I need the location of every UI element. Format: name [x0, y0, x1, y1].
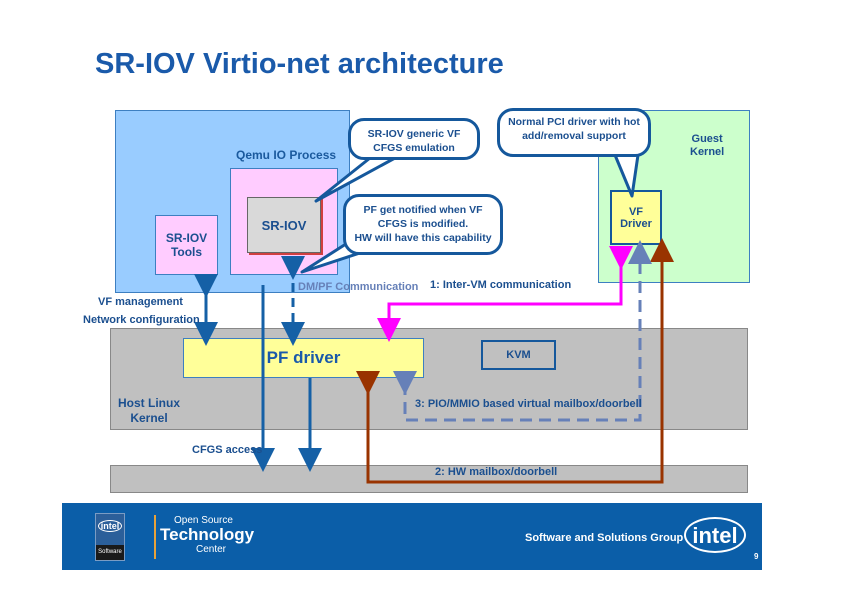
hw-mailbox-arrow — [356, 238, 674, 484]
pio-mmio-arrow — [393, 240, 652, 422]
pf-driver-label: PF driver — [266, 348, 341, 367]
hw-band — [110, 465, 748, 493]
callout-notify-line2: CFGS is modified. — [377, 218, 469, 230]
guest-line2: Kernel — [690, 146, 725, 158]
callout-generic-vf: SR-IOV generic VF CFGS emulation — [348, 118, 480, 160]
software-label: Software — [96, 545, 124, 560]
sriov-box: SR-IOV — [247, 197, 321, 253]
ost-line3: Center — [196, 544, 227, 555]
ost-line1: Open Source — [174, 515, 233, 526]
pio-mmio-label: 3: PIO/MMIO based virtual mailbox/doorbe… — [415, 398, 642, 410]
callout-pf-notified: PF get notified when VF CFGS is modified.… — [343, 194, 503, 255]
callout-generic-line1: SR-IOV generic VF — [367, 128, 461, 140]
sriov-tools-box: SR-IOV Tools — [155, 215, 218, 275]
open-source-technology-center-logo: Open Source Technology Center — [154, 515, 256, 559]
intel-logo: intel — [684, 517, 746, 553]
intel-software-badge: intel Software — [95, 513, 125, 561]
guest-line1: Guest — [691, 133, 723, 145]
network-configuration-label: Network configuration — [83, 314, 200, 326]
vf-driver-box: VF Driver — [610, 190, 662, 245]
dm-pf-label: DM/PF Communication — [298, 281, 419, 293]
callout-normal-line1: Normal PCI driver with hot — [508, 116, 640, 128]
cfgs-access-label: CFGS access — [192, 444, 263, 456]
hw-mailbox-label: 2: HW mailbox/doorbell — [435, 466, 558, 478]
tools-line1: SR-IOV — [165, 231, 208, 245]
vf-line1: VF — [628, 205, 644, 218]
callout-notify-line3: HW will have this capability — [354, 232, 492, 244]
group-label: Software and Solutions Group — [525, 532, 684, 544]
callout-generic-line2: CFGS emulation — [373, 142, 455, 154]
host-line1: Host Linux — [118, 396, 180, 410]
tools-line2: Tools — [170, 245, 203, 259]
intel-badge-logo: intel — [98, 520, 122, 532]
host-line2: Kernel — [130, 411, 168, 425]
page-number: 9 — [754, 552, 759, 561]
vf-line2: Driver — [620, 217, 652, 230]
vf-management-label: VF management — [98, 296, 183, 308]
qemu-label: Qemu IO Process — [236, 148, 337, 162]
callout-normal-pci: Normal PCI driver with hot add/removal su… — [497, 108, 651, 157]
sriov-label: SR-IOV — [261, 217, 307, 233]
callout-notify-line1: PF get notified when VF — [363, 204, 483, 216]
callout-normal-line2: add/removal support — [522, 130, 626, 142]
page-title: SR-IOV Virtio-net architecture — [95, 48, 504, 80]
footer-banner: intel Software Open Source Technology Ce… — [62, 503, 762, 570]
callout-tail-normal — [613, 153, 640, 198]
inter-vm-arrow — [377, 246, 633, 342]
inter-vm-label: 1: Inter-VM communication — [430, 279, 572, 291]
ost-line2: Technology — [160, 525, 255, 544]
